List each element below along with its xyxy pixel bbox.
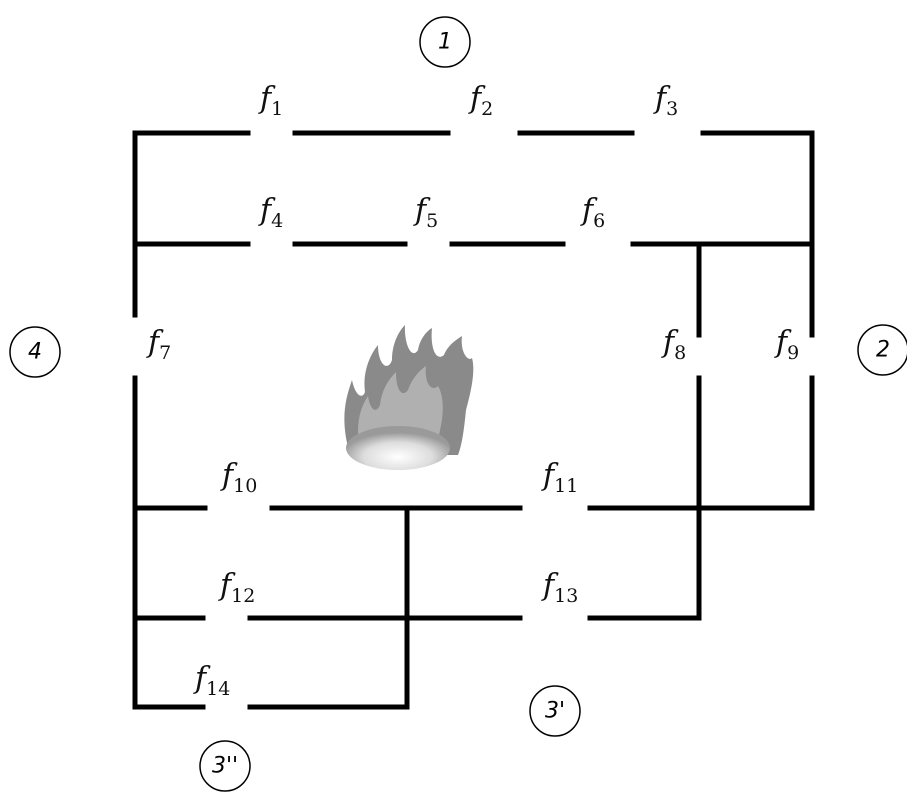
region-r3-prime: 3' — [529, 685, 581, 737]
region-label: 3' — [545, 699, 565, 724]
fire-icon — [344, 325, 474, 470]
region-label: 1 — [438, 30, 452, 55]
walls — [132, 130, 815, 710]
door-label-f4: f4 — [258, 193, 283, 232]
door-label-f6: f6 — [580, 193, 605, 232]
region-label: 4 — [28, 340, 42, 365]
door-label-f8: f8 — [661, 325, 686, 364]
door-label-f1: f1 — [258, 81, 283, 120]
region-r1: 1 — [419, 16, 471, 68]
region-label: 3'' — [212, 754, 238, 779]
door-label-f2: f2 — [468, 81, 493, 120]
region-label: 2 — [876, 338, 890, 363]
door-label-f5: f5 — [413, 193, 438, 232]
door-label-f10: f10 — [220, 458, 257, 497]
region-r4: 4 — [9, 326, 61, 378]
door-label-f9: f9 — [774, 325, 799, 364]
door-label-f12: f12 — [218, 568, 255, 607]
door-label-f14: f14 — [193, 661, 230, 700]
region-r2: 2 — [857, 324, 907, 376]
door-label-f13: f13 — [541, 568, 578, 607]
door-label-f11: f11 — [541, 458, 578, 497]
region-r3-double-prime: 3'' — [199, 740, 251, 792]
door-label-f3: f3 — [653, 81, 678, 120]
door-label-f7: f7 — [146, 325, 171, 364]
